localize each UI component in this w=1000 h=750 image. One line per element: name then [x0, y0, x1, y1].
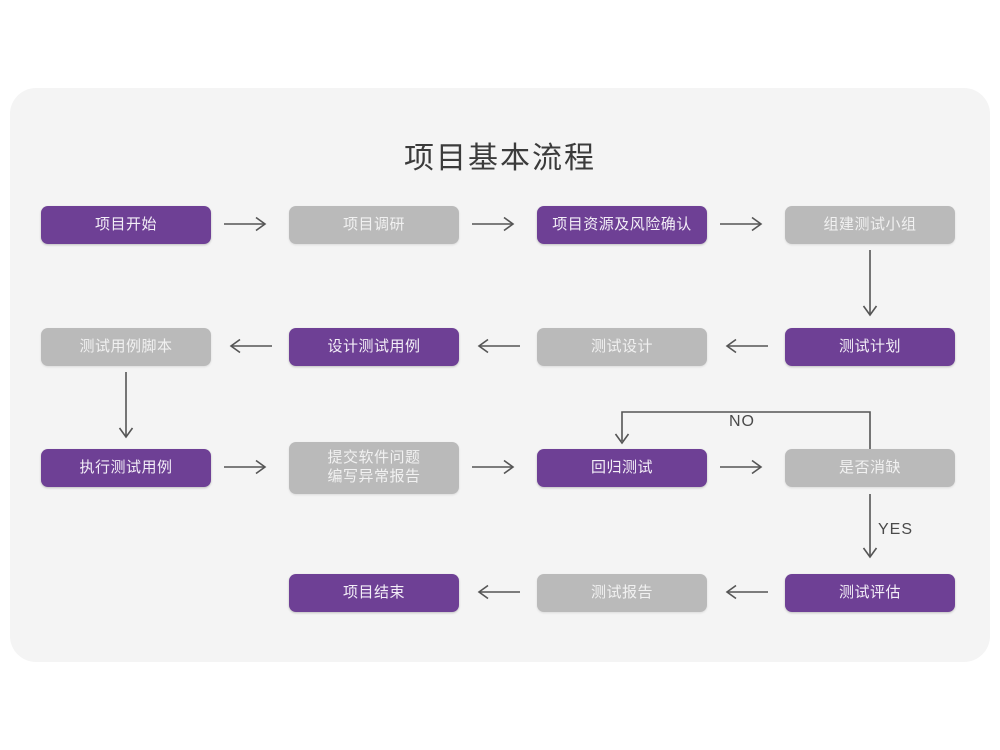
arrow-left-icon [720, 338, 768, 354]
node-defect-resolved[interactable]: 是否消缺 [785, 449, 955, 487]
arrow-down-icon [862, 494, 878, 566]
node-testcase-script[interactable]: 测试用例脚本 [41, 328, 211, 366]
arrow-right-icon [224, 216, 272, 232]
node-label: 测试报告 [590, 583, 653, 601]
arrow-down-icon [118, 372, 134, 444]
node-label: 设计测试用例 [327, 337, 421, 355]
arrow-right-icon [720, 459, 768, 475]
node-test-design[interactable]: 测试设计 [537, 328, 707, 366]
arrow-down-icon [862, 250, 878, 322]
node-label: 执行测试用例 [79, 458, 173, 476]
node-project-research[interactable]: 项目调研 [289, 206, 459, 244]
node-label: 项目资源及风险确认 [552, 215, 692, 233]
node-design-testcase[interactable]: 设计测试用例 [289, 328, 459, 366]
arrow-right-icon [472, 216, 520, 232]
node-label: 项目调研 [342, 215, 405, 233]
arrow-right-icon [224, 459, 272, 475]
node-execute-testcase[interactable]: 执行测试用例 [41, 449, 211, 487]
node-label: 是否消缺 [838, 458, 901, 476]
node-build-test-team[interactable]: 组建测试小组 [785, 206, 955, 244]
arrow-no-loop-icon [612, 405, 882, 455]
node-project-start[interactable]: 项目开始 [41, 206, 211, 244]
arrow-right-icon [472, 459, 520, 475]
node-label: 回归测试 [590, 458, 653, 476]
page-title: 项目基本流程 [404, 142, 596, 175]
arrow-left-icon [720, 584, 768, 600]
arrow-left-icon [472, 338, 520, 354]
node-submit-issue-report[interactable]: 提交软件问题 编写异常报告 [289, 442, 459, 494]
arrow-left-icon [472, 584, 520, 600]
edge-label-no: NO [729, 413, 755, 430]
diagram-card [10, 88, 990, 662]
node-project-end[interactable]: 项目结束 [289, 574, 459, 612]
node-label: 测试设计 [590, 337, 653, 355]
node-label: 测试计划 [838, 337, 901, 355]
node-label-line2: 编写异常报告 [327, 468, 421, 485]
node-label: 项目开始 [94, 215, 157, 233]
node-label: 组建测试小组 [823, 215, 917, 233]
node-test-plan[interactable]: 测试计划 [785, 328, 955, 366]
node-label: 测试评估 [838, 583, 901, 601]
arrow-left-icon [224, 338, 272, 354]
edge-label-yes: YES [878, 521, 914, 538]
node-label: 测试用例脚本 [79, 337, 173, 355]
node-regression-test[interactable]: 回归测试 [537, 449, 707, 487]
node-resource-risk-confirm[interactable]: 项目资源及风险确认 [537, 206, 707, 244]
node-test-evaluation[interactable]: 测试评估 [785, 574, 955, 612]
node-test-report[interactable]: 测试报告 [537, 574, 707, 612]
node-label: 项目结束 [342, 583, 405, 601]
node-label-line1: 提交软件问题 [327, 449, 421, 467]
arrow-right-icon [720, 216, 768, 232]
